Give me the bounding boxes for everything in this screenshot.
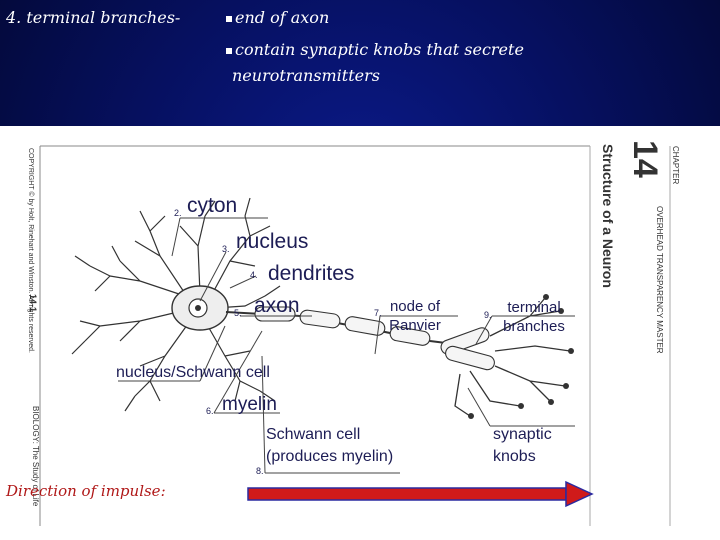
label-myelin: myelin bbox=[222, 394, 277, 415]
bullet-2-continuation: neurotransmitters bbox=[232, 66, 380, 85]
dendrites-drawing bbox=[71, 197, 281, 412]
label-cyton: cyton bbox=[187, 194, 238, 217]
direction-arrow bbox=[247, 480, 594, 508]
leader-lines bbox=[118, 217, 575, 474]
label-schwann-cell: Schwann cell (produces myelin) bbox=[266, 424, 393, 468]
label-axon: axon bbox=[254, 294, 300, 317]
label-synaptic-knobs-line2: knobs bbox=[493, 448, 536, 465]
terminal-branches-drawing bbox=[454, 297, 571, 417]
label-terminal-branches: terminal branches bbox=[496, 298, 572, 336]
label-dendrites: dendrites bbox=[268, 262, 355, 285]
bullet-square-icon bbox=[226, 15, 232, 22]
label-nucleus-schwann-cell: nucleus/Schwann cell bbox=[116, 364, 270, 381]
label-terminal-branches-line1: terminal bbox=[507, 299, 561, 316]
neuron-diagram: 14 CHAPTER Structure of a Neuron OVERHEA… bbox=[0, 126, 720, 540]
marker-7: 7. bbox=[374, 308, 382, 318]
marker-2: 2. bbox=[174, 208, 182, 218]
label-synaptic-knobs-line1: synaptic bbox=[493, 426, 552, 443]
bullet-square-icon bbox=[226, 47, 232, 54]
term-heading: 4. terminal branches- bbox=[6, 8, 181, 27]
label-node-of-ranvier-line1: node of bbox=[389, 298, 441, 315]
bullet-2-text: contain synaptic knobs that secrete bbox=[235, 40, 524, 59]
label-node-of-ranvier: node of Ranvier bbox=[382, 297, 448, 335]
marker-5: 5. bbox=[234, 308, 242, 318]
label-schwann-cell-line2: (produces myelin) bbox=[266, 448, 394, 465]
label-node-of-ranvier-line2: Ranvier bbox=[389, 317, 441, 334]
marker-3: 3. bbox=[222, 244, 230, 254]
bullet-1-text: end of axon bbox=[235, 8, 330, 27]
synaptic-knobs-drawing bbox=[468, 294, 574, 419]
marker-6: 6. bbox=[206, 406, 214, 416]
marker-8: 8. bbox=[256, 466, 264, 476]
label-terminal-branches-line2: branches bbox=[503, 318, 565, 335]
bullet-2: contain synaptic knobs that secrete bbox=[226, 40, 524, 59]
direction-of-impulse-label: Direction of impulse: bbox=[6, 482, 166, 500]
bullet-1: end of axon bbox=[226, 8, 329, 27]
label-schwann-cell-line1: Schwann cell bbox=[266, 426, 361, 443]
axon-drawing bbox=[225, 306, 495, 371]
label-nucleus: nucleus bbox=[236, 230, 309, 253]
label-synaptic-knobs: synaptic knobs bbox=[493, 424, 552, 468]
marker-9: 9. bbox=[484, 310, 492, 320]
marker-4: 4. bbox=[250, 270, 258, 280]
neuron-drawing bbox=[39, 145, 671, 526]
